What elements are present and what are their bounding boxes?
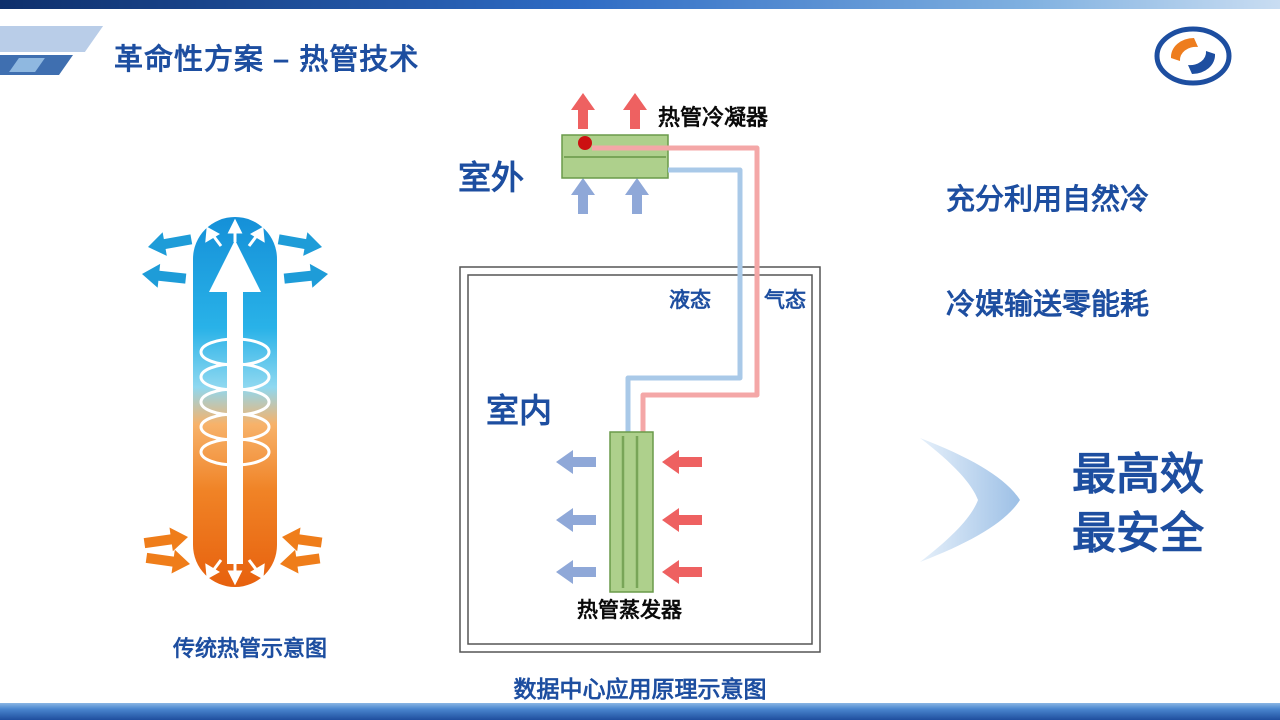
red-dot: [578, 136, 592, 150]
heat-out-arrows-icon: [142, 232, 328, 288]
hot-exhaust-up-arrows-icon: [571, 93, 647, 129]
gas-pipe: [592, 145, 760, 477]
liquid-pipe: [625, 167, 743, 477]
condense-spray-arrows-icon: [205, 218, 265, 247]
result-chevron-arrow-icon: [920, 438, 1020, 562]
traditional-heatpipe-diagram: [142, 217, 328, 587]
logo-orange-swoosh: [1170, 37, 1198, 61]
datacenter-application-diagram: [459, 93, 821, 653]
benefit-free-cooling: 充分利用自然冷: [946, 184, 1150, 216]
room-box: [459, 266, 821, 653]
highlight-most-efficient: 最高效: [1072, 450, 1204, 499]
cool-intake-up-arrows-icon: [571, 178, 649, 214]
center-diagram-caption: 数据中心应用原理示意图: [513, 676, 767, 702]
vapor-rise-arrow-icon: [209, 240, 261, 564]
indoor-label: 室内: [486, 392, 552, 429]
top-accent-strip: [0, 0, 1280, 9]
highlight-most-safe: 最安全: [1072, 509, 1204, 558]
bottom-accent-bar: [0, 703, 1280, 720]
evaporator-rect: [609, 431, 654, 593]
header-decoration-light: [0, 26, 104, 52]
page-title: 革命性方案 – 热管技术: [114, 44, 420, 76]
gas-state-label: 气态: [764, 289, 806, 312]
outdoor-label: 室外: [458, 159, 524, 196]
heat-in-arrows-icon: [143, 527, 323, 574]
wick-coil-icon: [199, 337, 271, 467]
evaporator-label: 热管蒸发器: [577, 599, 682, 622]
benefit-zero-energy: 冷媒输送零能耗: [946, 289, 1150, 321]
return-spray-arrows-icon: [205, 559, 265, 586]
condenser-label: 热管冷凝器: [658, 105, 769, 130]
hot-air-in-arrows-icon: [662, 450, 702, 584]
cool-air-out-arrows-icon: [556, 450, 596, 584]
company-logo-icon: [1154, 26, 1232, 86]
logo-blue-swoosh: [1188, 51, 1216, 75]
liquid-state-label: 液态: [669, 289, 711, 312]
left-diagram-caption: 传统热管示意图: [172, 636, 327, 661]
